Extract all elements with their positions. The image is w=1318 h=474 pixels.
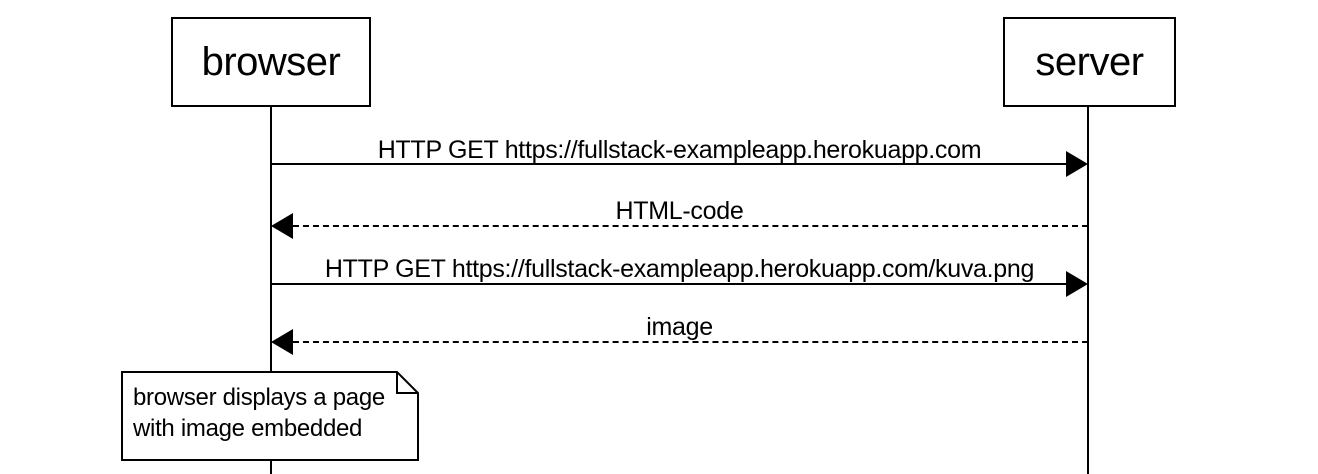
arrowhead-left-icon bbox=[271, 329, 293, 355]
actor-label-browser: browser bbox=[201, 39, 341, 84]
lifeline-server bbox=[1087, 107, 1089, 474]
message-line-dashed bbox=[293, 225, 1088, 227]
note-text: browser displays a page with image embed… bbox=[133, 382, 385, 444]
message-label: HTTP GET https://fullstack-exampleapp.he… bbox=[377, 136, 982, 164]
message-label: image bbox=[646, 313, 713, 341]
message-label: HTML-code bbox=[615, 197, 744, 225]
arrowhead-right-icon bbox=[1066, 151, 1088, 177]
arrowhead-left-icon bbox=[271, 213, 293, 239]
message-line-solid bbox=[271, 283, 1068, 285]
message-line-solid bbox=[271, 163, 1068, 165]
note-fold-icon bbox=[396, 372, 418, 394]
note-text-line: with image embedded bbox=[133, 415, 363, 442]
message-line-dashed bbox=[293, 341, 1088, 343]
actor-box-server: server bbox=[1003, 17, 1176, 107]
note-shape bbox=[121, 371, 419, 461]
note-text-line: browser displays a page bbox=[133, 384, 385, 411]
actor-box-browser: browser bbox=[171, 17, 371, 107]
message-label: HTTP GET https://fullstack-exampleapp.he… bbox=[324, 255, 1035, 283]
actor-label-server: server bbox=[1035, 39, 1144, 84]
arrowhead-right-icon bbox=[1066, 271, 1088, 297]
note-box: browser displays a page with image embed… bbox=[121, 371, 419, 462]
lifeline-browser bbox=[270, 107, 272, 474]
